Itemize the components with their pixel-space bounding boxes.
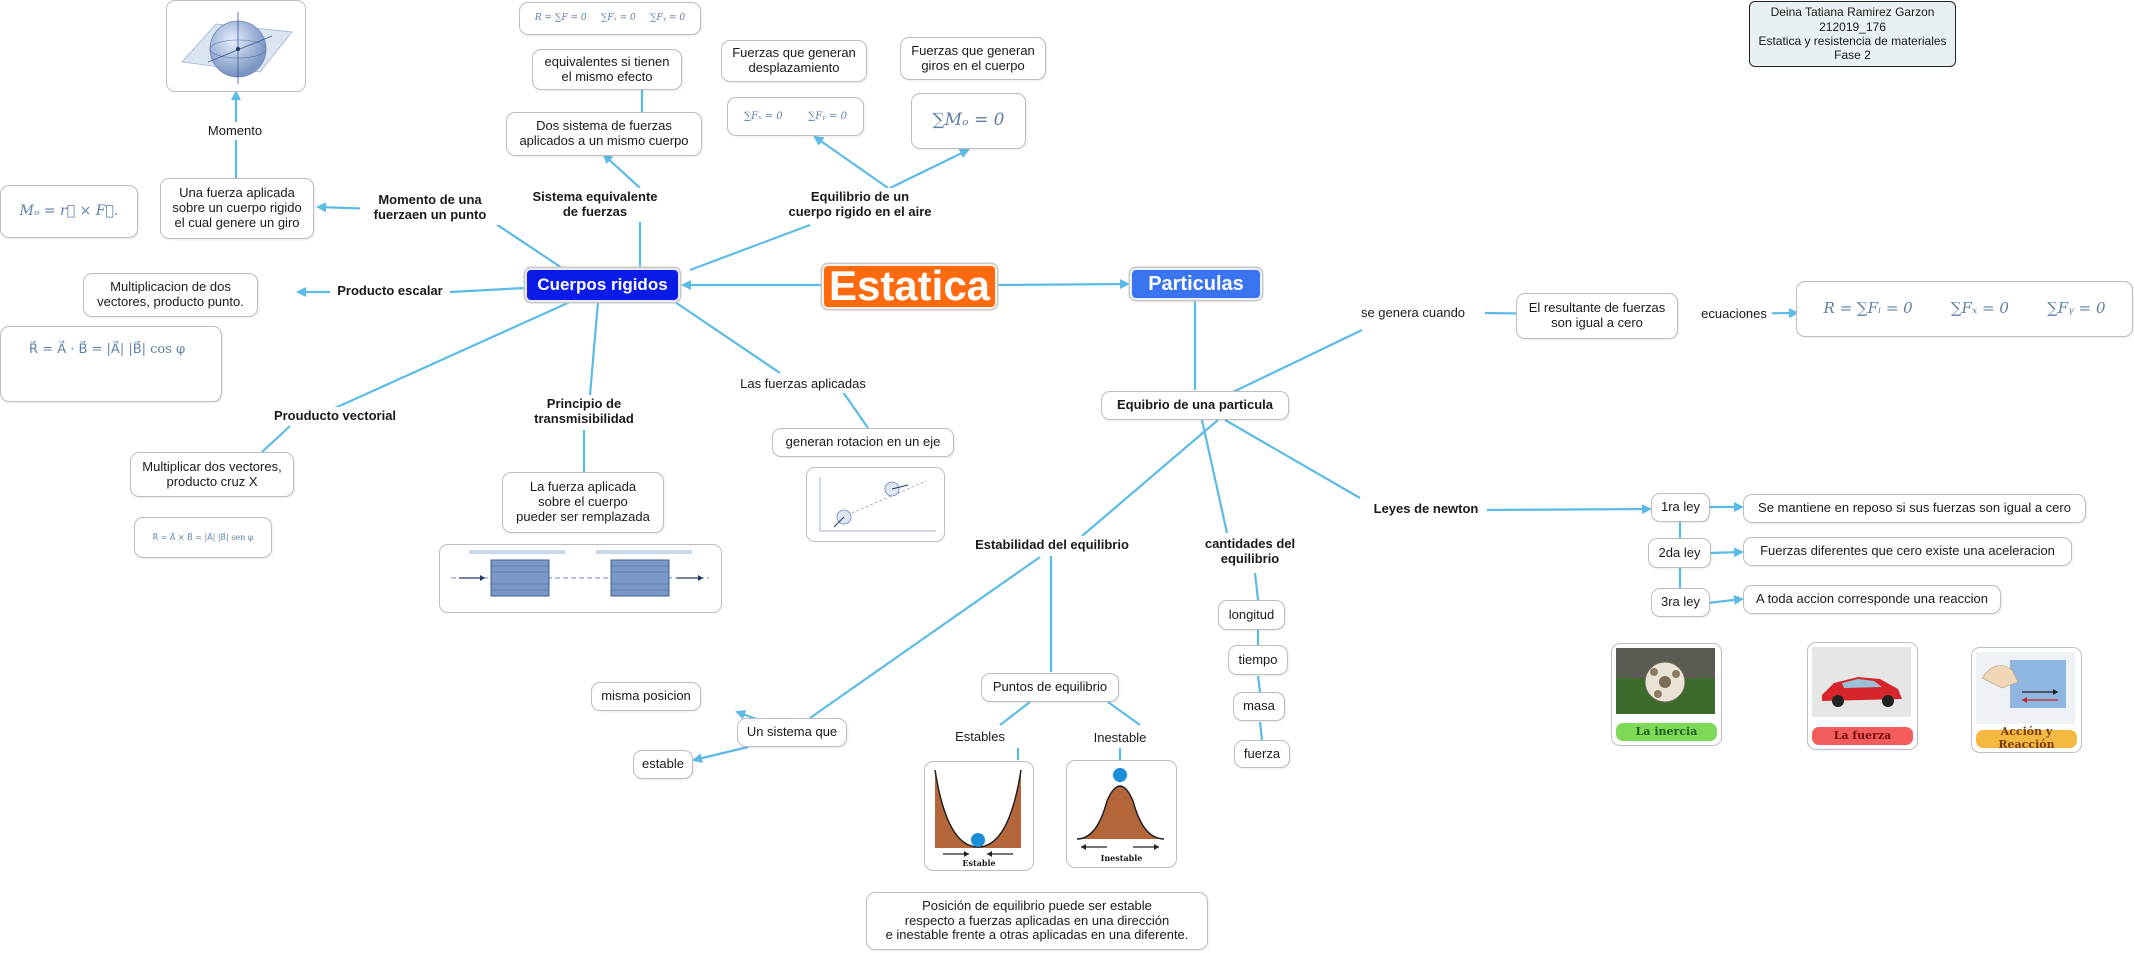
valley-ball-illustration [934, 769, 1022, 857]
estabilidad-link-label: Estabilidad del equilibrio [962, 536, 1142, 554]
sphere-moment-image [166, 0, 306, 92]
equivalentes-node[interactable]: equivalentes si tienen el mismo efecto [532, 49, 682, 90]
sistema-que-node[interactable]: Un sistema que [737, 718, 847, 747]
fuerzas-node[interactable]: generan rotacion en un eje [772, 428, 954, 457]
vectorial-formula: R⃗ = A⃗ × B⃗ = |A⃗| |B⃗| sen φ [152, 532, 254, 542]
hill-ball-illustration [1076, 768, 1165, 850]
ley-3-desc[interactable]: A toda accion corresponde una reaccion [1743, 585, 2001, 614]
sistema-link-label: Sistema equivalente de fuerzas [515, 188, 675, 222]
resultante-node[interactable]: El resultante de fuerzas son igual a cer… [1516, 293, 1678, 339]
action-reaction-illustration [1976, 652, 2075, 724]
escalar-formula: R⃗ = A⃗ · B⃗ = |A⃗| |B⃗| cos φ [29, 342, 186, 357]
author-phase: Fase 2 [1834, 48, 1871, 63]
desplazamiento-node[interactable]: Fuerzas que generan desplazamiento [721, 40, 867, 82]
transmisibilidad-link-label: Principio de transmisibilidad [522, 395, 646, 429]
giros-node[interactable]: Fuerzas que generan giros en el cuerpo [900, 37, 1046, 80]
momento-formula: Mₒ = r⃗ × F⃗. [19, 203, 119, 220]
estatica-label: Estatica [828, 262, 991, 310]
desplazamiento-formula-box: ∑Fₓ = 0 ∑Fᵧ = 0 [727, 97, 864, 136]
transmisibilidad-node[interactable]: La fuerza aplicada sobre el cuerpo puede… [502, 472, 664, 533]
soccer-ball-illustration [1616, 648, 1715, 714]
momento-node[interactable]: Una fuerza aplicada sobre un cuerpo rigi… [160, 178, 314, 239]
ecuaciones-label: ecuaciones [1696, 305, 1772, 323]
particulas-label: Particulas [1148, 272, 1244, 295]
momento-formula-box: Mₒ = r⃗ × F⃗. [0, 185, 138, 238]
inestable-label: Inestable [1088, 729, 1152, 747]
inercia-caption: La inercia [1616, 723, 1717, 741]
cantidades-link-label: cantidades del equilibrio [1190, 535, 1310, 569]
ley-1-desc[interactable]: Se mantiene en reposo si sus fuerzas son… [1743, 494, 2086, 523]
vectorial-node[interactable]: Multiplicar dos vectores, producto cruz … [130, 452, 294, 497]
ley-1-node[interactable]: 1ra ley [1651, 493, 1710, 522]
vectorial-formula-box: R⃗ = A⃗ × B⃗ = |A⃗| |B⃗| sen φ [134, 517, 272, 558]
fuerza-image: La fuerza [1807, 642, 1918, 750]
estables-label: Estables [950, 728, 1010, 746]
giros-formula-box: ∑Mₒ = 0 [911, 93, 1026, 149]
momento-node-text: Una fuerza aplicada sobre un cuerpo rigi… [172, 185, 302, 230]
author-name: Deina Tatiana Ramirez Garzon [1770, 5, 1935, 20]
fuerzas-link-label: Las fuerzas aplicadas [733, 375, 873, 393]
ecuaciones-formula-box: R = ∑Fᵢ = 0 ∑Fₓ = 0 ∑Fᵧ = 0 [1796, 281, 2133, 337]
red-car-illustration [1812, 647, 1911, 717]
cantidad-tiempo[interactable]: tiempo [1228, 645, 1288, 675]
author-box: Deina Tatiana Ramirez Garzon 212019_176 … [1749, 1, 1956, 67]
inestable-image: Inestable [1066, 760, 1177, 868]
author-course: Estatica y resistencia de materiales [1758, 34, 1947, 48]
escalar-link-label: Producto escalar [330, 282, 450, 300]
misma-posicion-node[interactable]: misma posicion [591, 682, 701, 711]
ley-2-node[interactable]: 2da ley [1648, 538, 1711, 568]
estable-caption: Estable [962, 857, 996, 868]
equilibrio-particula-node[interactable]: Equibrio de una particula [1101, 391, 1289, 420]
vectorial-link-label: Prouducto vectorial [265, 407, 405, 425]
cantidad-masa[interactable]: masa [1233, 692, 1285, 721]
sistema-formula-box: R = ∑F = 0 ∑Fₓ = 0 ∑Fᵧ = 0 [519, 2, 701, 35]
ecuaciones-formula: R = ∑Fᵢ = 0 ∑Fₓ = 0 ∑Fᵧ = 0 [1823, 299, 2106, 318]
accion-reaccion-caption: Acción y Reacción [1976, 726, 2077, 751]
accion-reaccion-image: Acción y Reacción [1971, 647, 2082, 753]
estable-image: Estable [924, 761, 1034, 871]
equilibrio-rigido-link-label: Equilibrio de un cuerpo rigido en el air… [775, 188, 945, 222]
sistema-formula: R = ∑F = 0 ∑Fₓ = 0 ∑Fᵧ = 0 [534, 13, 686, 24]
escalar-formula-box: R⃗ = A⃗ · B⃗ = |A⃗| |B⃗| cos φ [0, 326, 222, 402]
cuerpos-rigidos-label: Cuerpos rigidos [537, 275, 668, 295]
cuerpos-rigidos-node[interactable]: Cuerpos rigidos [525, 268, 680, 302]
particulas-node[interactable]: Particulas [1130, 268, 1262, 300]
fuerza-caption: La fuerza [1812, 727, 1913, 745]
leyes-link-label: Leyes de newton [1365, 500, 1487, 518]
inestable-caption: Inestable [1100, 852, 1143, 863]
posicion-equilibrio-node[interactable]: Posición de equilibrio puede ser estable… [866, 892, 1208, 950]
transmisibilidad-image [439, 544, 722, 613]
estatica-node[interactable]: Estatica [822, 262, 997, 310]
giros-formula: ∑Mₒ = 0 [932, 110, 1005, 131]
puntos-equilibrio-node[interactable]: Puntos de equilibrio [981, 673, 1119, 702]
se-genera-label: se genera cuando [1355, 304, 1471, 322]
sphere-illustration [181, 12, 293, 84]
cantidad-longitud[interactable]: longitud [1218, 600, 1285, 630]
sistema-node[interactable]: Dos sistema de fuerzas aplicados a un mi… [506, 112, 702, 156]
momento-link-label: Momento de una fuerzaen un punto [360, 191, 500, 225]
inercia-image: La inercia [1611, 643, 1722, 746]
escalar-node[interactable]: Multiplicacion de dos vectores, producto… [83, 273, 258, 317]
rotation-illustration [819, 477, 936, 532]
desplazamiento-formula: ∑Fₓ = 0 ∑Fᵧ = 0 [743, 110, 848, 122]
estable-node[interactable]: estable [633, 750, 693, 779]
rotacion-image [806, 467, 945, 542]
cantidad-fuerza[interactable]: fuerza [1234, 740, 1290, 768]
author-code: 212019_176 [1819, 19, 1886, 34]
ley-2-desc[interactable]: Fuerzas diferentes que cero existe una a… [1743, 537, 2072, 566]
ley-3-node[interactable]: 3ra ley [1651, 588, 1710, 617]
block-force-illustration [451, 550, 709, 597]
momento-label: Momento [200, 122, 270, 140]
